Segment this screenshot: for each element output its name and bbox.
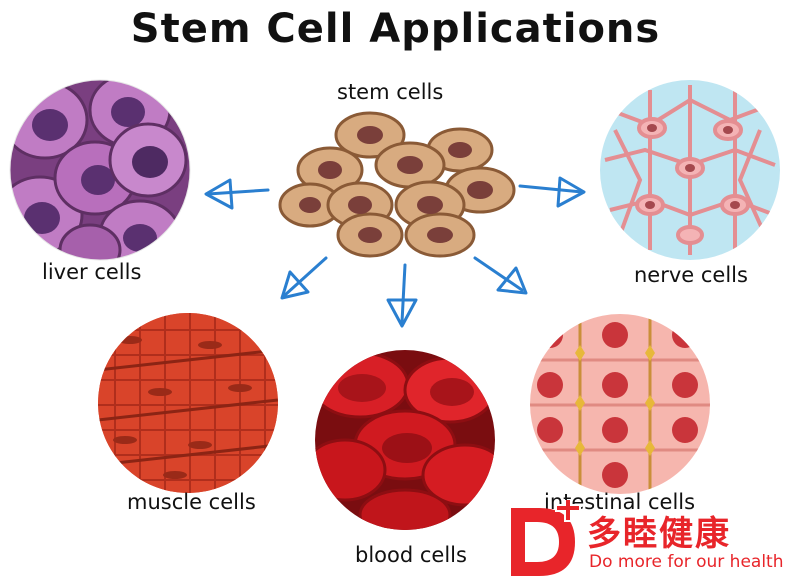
brand-logo-icon [511, 500, 581, 576]
muscle-cells-circle [98, 313, 278, 493]
label-blood-cells: blood cells [355, 543, 467, 567]
nerve-cells-circle [600, 80, 780, 260]
intestinal-cells-circle [530, 314, 710, 494]
label-stem-cells: stem cells [337, 80, 444, 104]
brand-slogan: Do more for our health [589, 552, 784, 572]
liver-cells-circle [9, 79, 191, 261]
arrow-to-muscle [280, 256, 328, 300]
arrow-to-intestinal [473, 256, 528, 295]
label-muscle-cells: muscle cells [127, 490, 256, 514]
label-liver-cells: liver cells [42, 260, 142, 284]
arrow-to-nerve [518, 176, 586, 208]
brand-watermark: 多睦健康 Do more for our health [505, 500, 791, 582]
label-nerve-cells: nerve cells [634, 263, 748, 287]
diagram-title: Stem Cell Applications [130, 6, 661, 52]
arrow-to-blood [386, 263, 418, 328]
arrow-to-liver [204, 178, 270, 210]
brand-chinese-text: 多睦健康 [587, 514, 731, 554]
stem-cells-cluster [278, 111, 516, 258]
blood-cells-circle [315, 350, 495, 530]
